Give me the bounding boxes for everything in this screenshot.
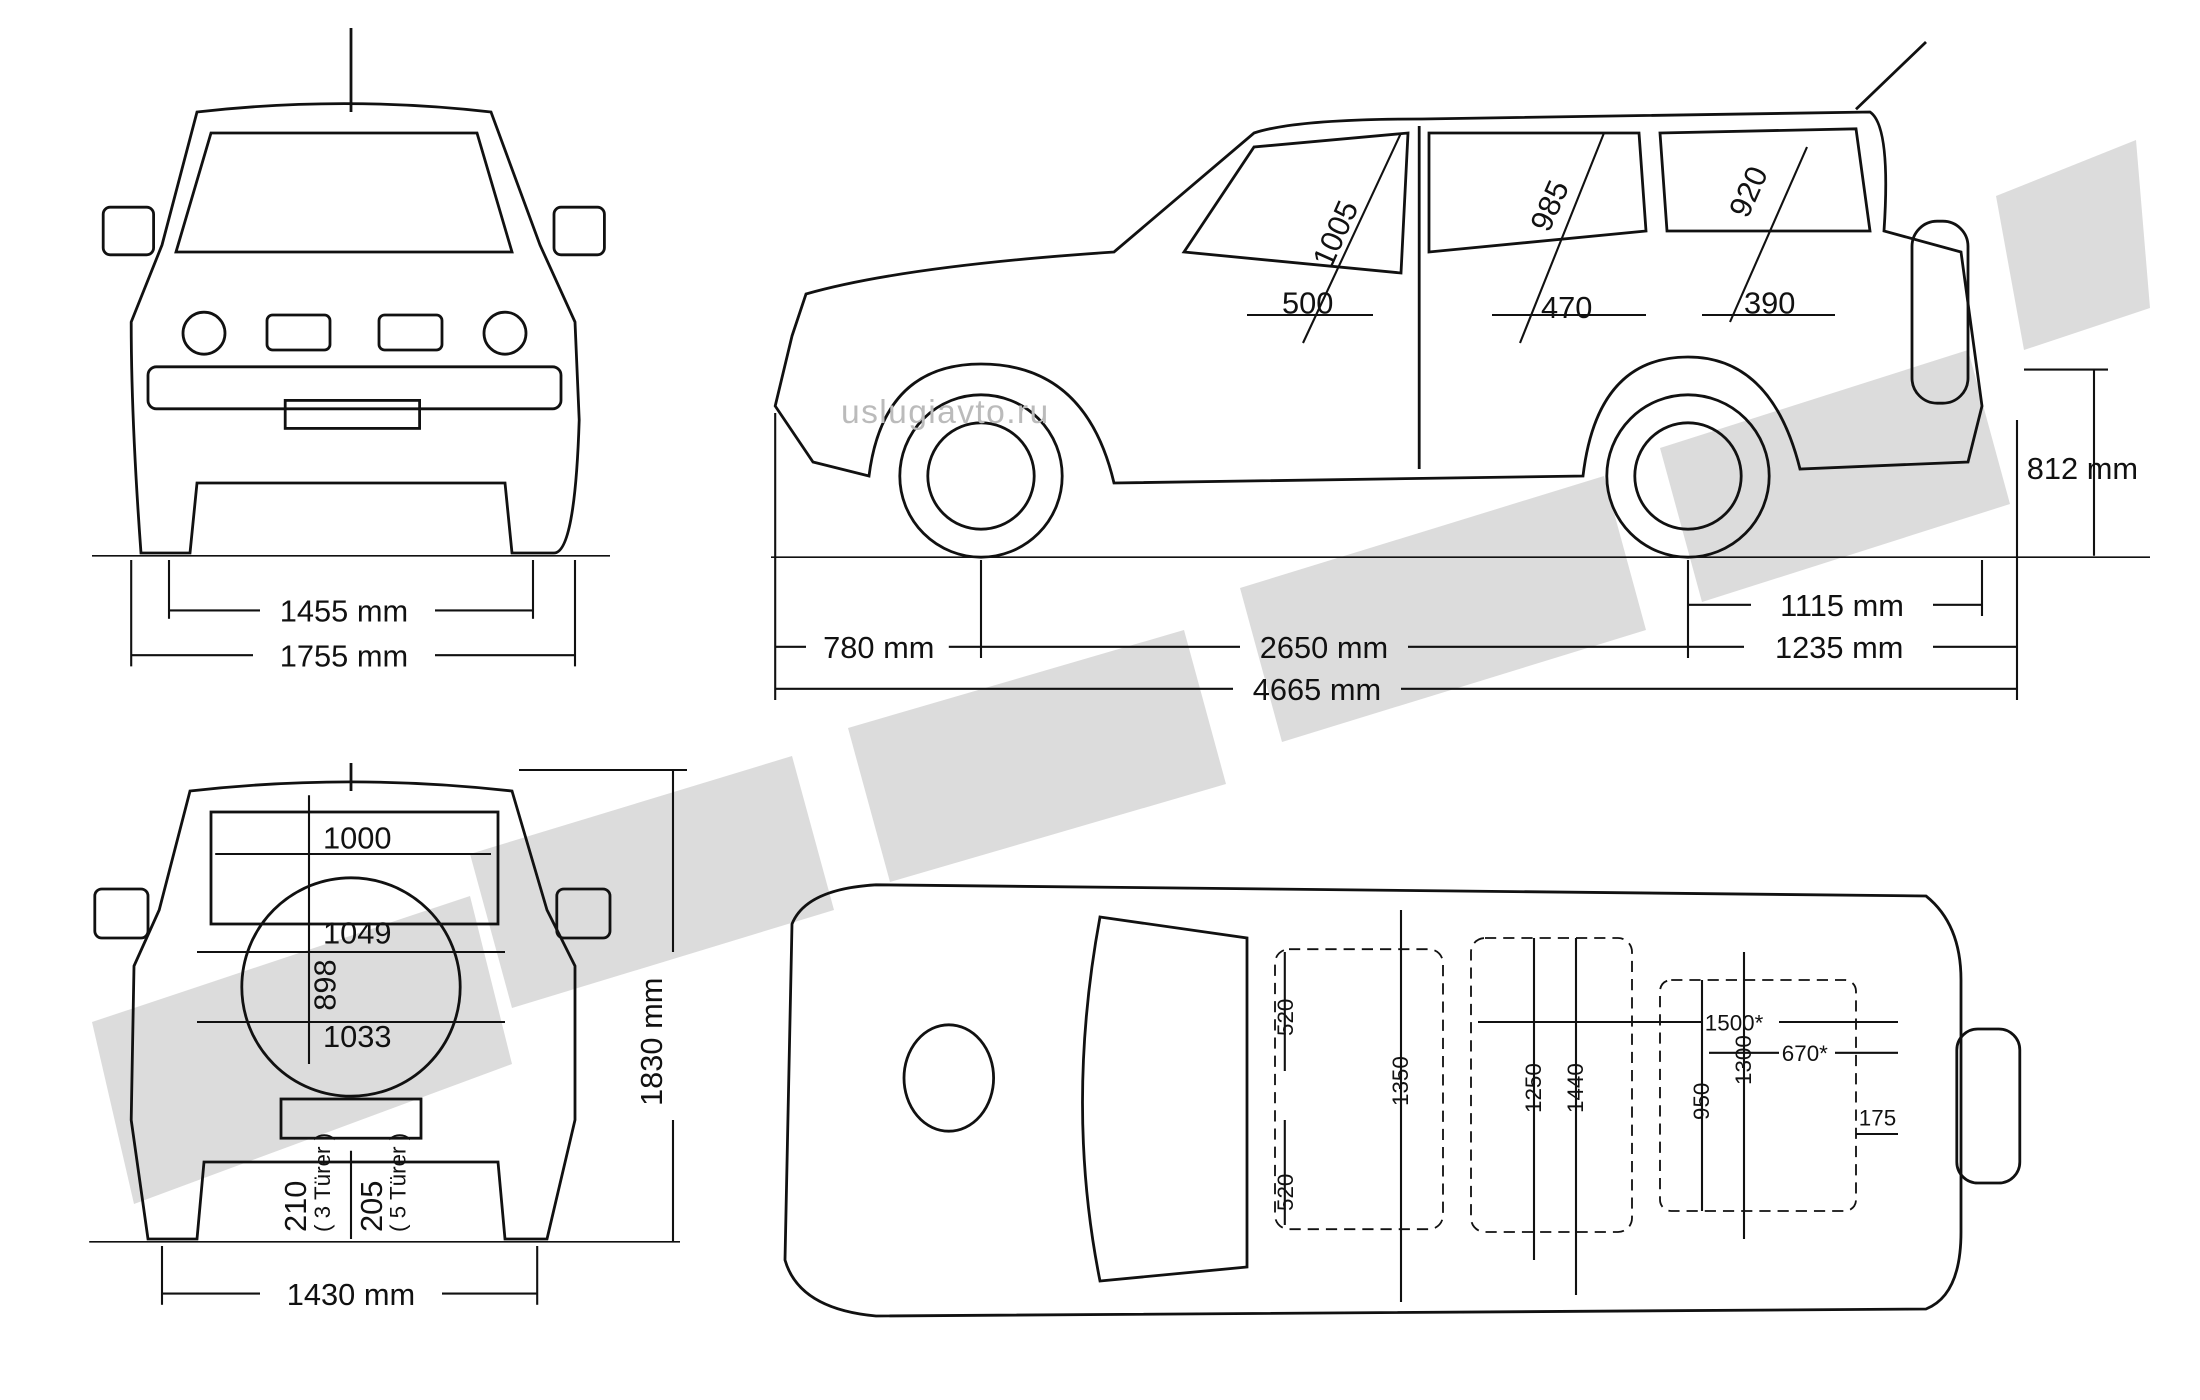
front-width-label: 1755 mm (280, 638, 408, 673)
legroom-middle-label: 470 (1541, 290, 1592, 325)
headroom-front-label: 1005 (1305, 195, 1365, 272)
legroom-rear-label: 390 (1744, 286, 1795, 321)
front-interior-width-label: 1350 (1388, 1056, 1413, 1106)
tailgate-height-label: 898 (308, 959, 343, 1010)
tailgate-width-mid-label: 1049 (323, 916, 392, 951)
legroom-front-label: 500 (1282, 286, 1333, 321)
clearance-3door-label: 210 (278, 1181, 313, 1232)
cargo-width-b-label: 1300 (1731, 1035, 1756, 1085)
headroom-rear-label: 920 (1722, 161, 1775, 222)
seat-width-front-left-label: 520 (1273, 999, 1298, 1036)
seat-width-front-right-label: 520 (1273, 1174, 1298, 1211)
front-track-dimension: 1455 mm (167, 560, 535, 629)
rear-height-dimension: 1830 mm (518, 768, 687, 1242)
background-watermark-logo (92, 140, 2150, 1204)
side-length-dimensions: 1115 mm 780 mm 2650 mm 1235 mm 4665 mm (774, 413, 2019, 707)
cargo-length-full-label: 1500* (1705, 1010, 1764, 1035)
clearance-5door-note: ( 5 Türer ) (386, 1133, 411, 1232)
middle-width-b-label: 1440 (1563, 1063, 1588, 1113)
cargo-width-a-label: 950 (1689, 1083, 1714, 1120)
rear-height-label: 1830 mm (634, 978, 669, 1106)
rear-view (89, 763, 680, 1243)
tailgate-width-bottom-label: 1033 (323, 1019, 392, 1054)
loading-height-dimension: 812 mm (2023, 368, 2138, 556)
middle-width-a-label: 1250 (1521, 1063, 1546, 1113)
rear-overhang-label: 1235 mm (1775, 630, 1903, 665)
side-view (770, 40, 2150, 559)
overall-length-label: 4665 mm (1253, 672, 1381, 707)
rear-offset-label: 175 (1859, 1106, 1896, 1131)
wheelbase-label: 2650 mm (1260, 630, 1388, 665)
rear-track-dimension: 1430 mm (160, 1246, 539, 1312)
front-view (91, 28, 610, 557)
front-width-dimension: 1755 mm (130, 560, 577, 673)
watermark-text: uslugiavto.ru (841, 394, 1050, 431)
tailgate-width-top-label: 1000 (323, 820, 392, 855)
interior-height-dimensions: 1005 985 920 500 470 390 (1247, 132, 1835, 344)
rear-track-label: 1430 mm (287, 1277, 415, 1312)
loading-height-label: 812 mm (2027, 451, 2138, 486)
clearance-3door-note: ( 3 Türer ) (310, 1133, 335, 1232)
clearance-5door-label: 205 (354, 1181, 389, 1232)
front-track-label: 1455 mm (280, 594, 408, 629)
rear-axle-to-bumper-label: 1115 mm (1780, 588, 1904, 623)
front-overhang-label: 780 mm (823, 630, 934, 665)
cargo-length-label: 670* (1782, 1041, 1828, 1066)
headroom-middle-label: 985 (1523, 175, 1576, 236)
top-view (783, 883, 2022, 1318)
